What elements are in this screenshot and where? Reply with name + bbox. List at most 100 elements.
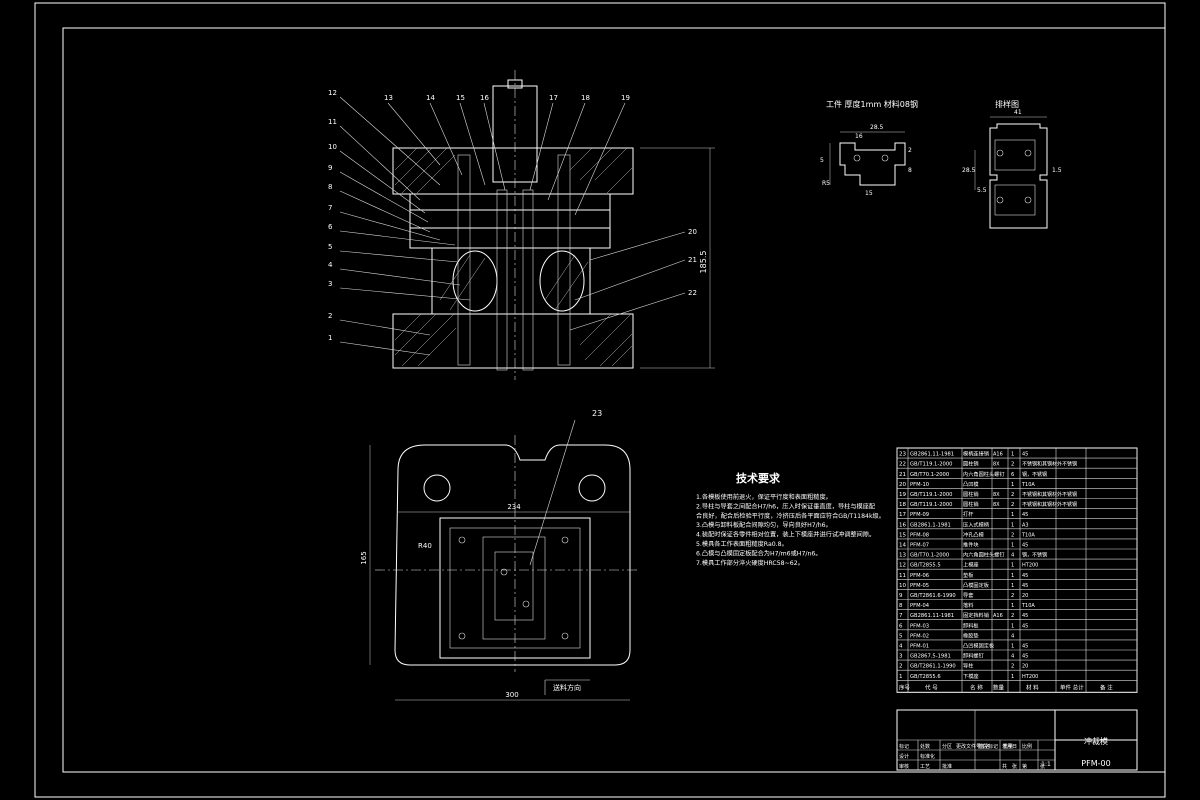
bom-cell-code: PFM-06 xyxy=(910,573,929,579)
layout-view: 排样图 41 28.5 5.5 1.5 xyxy=(962,99,1062,229)
bom-cell-name: 上模座 xyxy=(963,561,979,569)
bom-cell-material: 不锈钢和其钢材外不锈钢 xyxy=(1022,491,1077,498)
title-block-label: 签名 xyxy=(980,743,990,750)
leader-line xyxy=(483,102,506,191)
bom-cell-spec: 8X xyxy=(993,462,1000,468)
section-height-dim: 185.5 xyxy=(699,251,708,274)
title-block-label: 重量 xyxy=(1003,743,1013,750)
bom-cell-code: PFM-04 xyxy=(910,603,930,609)
bom-cell-material: 45 xyxy=(1022,613,1028,619)
bom-cell-qty: 2 xyxy=(1011,593,1014,599)
bom-cell-material: 钢，不锈钢 xyxy=(1022,471,1047,478)
plan-radius-dim: R40 xyxy=(418,542,432,550)
bom-cell-code: GB2861.11-1981 xyxy=(910,613,954,619)
leader-line xyxy=(339,250,459,263)
part-dim-7: 15 xyxy=(865,190,873,197)
bom-cell-code: GB/T2861.1-1990 xyxy=(910,664,956,670)
bom-cell-material: T10A xyxy=(1021,532,1035,538)
title-block-label: 审核 xyxy=(899,763,909,770)
tech-requirement-item: 7.模具工作部分淬火硬度HRC58~62。 xyxy=(696,559,804,567)
bom-cell-name: 卸料螺钉 xyxy=(963,652,984,660)
leader-line xyxy=(339,268,461,286)
bom-header-cell: 备 注 xyxy=(1100,683,1113,691)
bom-cell-qty: 1 xyxy=(1011,603,1014,609)
bom-cell-material: T10A xyxy=(1021,603,1035,609)
leader-line xyxy=(339,341,431,356)
drawing-title: 冲裁模 xyxy=(1084,736,1108,746)
plan-height-dim: 165 xyxy=(360,551,368,564)
bom-cell-index: 13 xyxy=(899,553,906,559)
title-block-label: 比例 xyxy=(1022,743,1032,750)
bom-cell-name: 圆柱销 xyxy=(963,500,979,508)
leader-line xyxy=(339,287,471,301)
bom-cell-code: PFM-10 xyxy=(910,482,929,488)
bom-cell-material: HT200 xyxy=(1022,674,1038,680)
callout-label-left: 6 xyxy=(328,223,333,231)
bom-header-cell: 名 称 xyxy=(970,683,983,691)
callout-label-right: 20 xyxy=(688,228,697,236)
bom-cell-index: 6 xyxy=(899,623,903,629)
tech-requirement-item: 4.装配时保证各零件相对位置，装上下模座并进行试冲调整间隙。 xyxy=(696,531,875,539)
part-dim-5: 8 xyxy=(908,167,912,174)
bom-cell-name: 压入式模柄 xyxy=(963,520,989,528)
bom-cell-index: 16 xyxy=(899,522,906,528)
part-dim-6: R5 xyxy=(822,180,830,187)
bom-cell-material: 45 xyxy=(1022,623,1028,629)
bom-cell-index: 5 xyxy=(899,633,903,639)
bom-cell-qty: 2 xyxy=(1011,532,1014,538)
part-dim-3: 5 xyxy=(820,157,824,164)
tech-requirement-item: 6.凸模与凸模固定板配合为H7/m6或H7/n6。 xyxy=(696,549,822,557)
bom-cell-name: 下模座 xyxy=(963,672,979,680)
tech-requirement-item: 1.各模板使用前退火，保证平行度和表面粗糙度。 xyxy=(696,493,832,501)
bom-cell-material: 不锈钢和其钢材外不锈钢 xyxy=(1022,461,1077,468)
bom-cell-code: PFM-02 xyxy=(910,633,929,639)
title-block-label: 标准化 xyxy=(920,753,935,760)
layout-dim-4: 1.5 xyxy=(1052,167,1062,174)
title-block-label: 共 xyxy=(1002,763,1007,770)
plan-bottom-dim: 300 xyxy=(505,691,518,699)
plan-callout: 23 xyxy=(592,409,602,418)
bom-cell-qty: 1 xyxy=(1011,573,1014,579)
callout-label-top: 19 xyxy=(621,94,630,102)
bom-cell-qty: 1 xyxy=(1011,623,1014,629)
bom-cell-index: 15 xyxy=(899,532,906,538)
bom-cell-material: 45 xyxy=(1022,583,1028,589)
leader-line xyxy=(574,102,626,216)
title-block: 冲裁模 PFM-00 1:1 标记处数分区更改文件号签名年月日设计标准化审核工艺… xyxy=(896,709,1138,771)
leader-line xyxy=(339,125,421,201)
bom-cell-material: A3 xyxy=(1022,522,1029,528)
bom-cell-material: 45 xyxy=(1022,654,1028,660)
bom-cell-code: GB/T70.1-2000 xyxy=(910,472,949,478)
bom-cell-qty: 1 xyxy=(1011,674,1014,680)
bom-header-cell: 序号 xyxy=(899,683,911,691)
layout-dim-3: 5.5 xyxy=(977,187,987,194)
bom-cell-index: 11 xyxy=(899,573,906,579)
bom-cell-material: 不锈钢和其钢材外不锈钢 xyxy=(1022,501,1077,508)
callout-label-top: 17 xyxy=(549,94,558,102)
callout-label-left: 7 xyxy=(328,204,332,212)
bom-cell-qty: 1 xyxy=(1011,522,1014,528)
callout-label-left: 2 xyxy=(328,312,332,320)
tech-requirement-item: 合良好，配合后检验平行度，冷挤压后各平面应符合GB/T1184k级。 xyxy=(696,512,885,520)
bom-cell-code: GB/T2855.6 xyxy=(910,674,941,680)
bom-cell-qty: 1 xyxy=(1011,644,1014,650)
bom-header-cell: 材 料 xyxy=(1026,683,1039,691)
bom-cell-name: 导柱 xyxy=(963,662,973,670)
bom-cell-material: 45 xyxy=(1022,543,1028,549)
bom-cell-name: 凸凹模 xyxy=(963,480,979,488)
bom-cell-material: 20 xyxy=(1022,664,1028,670)
bom-cell-name: 模柄连接销 xyxy=(963,450,989,458)
leader-line xyxy=(589,231,686,261)
feed-direction-label: 送料方向 xyxy=(553,683,581,692)
bom-cell-code: PFM-08 xyxy=(910,532,929,538)
bom-cell-name: 橡胶垫 xyxy=(963,631,979,639)
bom-cell-code: GB/T119.1-2000 xyxy=(910,492,952,498)
part-view: 工件 厚度1mm 材料08钢 28.5 16 5 2 8 R5 15 xyxy=(820,99,918,197)
part-dim-1: 28.5 xyxy=(870,124,884,131)
bom-header-cell: 数量 xyxy=(993,683,1005,691)
bom-cell-qty: 1 xyxy=(1011,452,1014,458)
callout-label-right: 22 xyxy=(688,289,697,297)
layout-dim-1: 41 xyxy=(1014,109,1022,116)
